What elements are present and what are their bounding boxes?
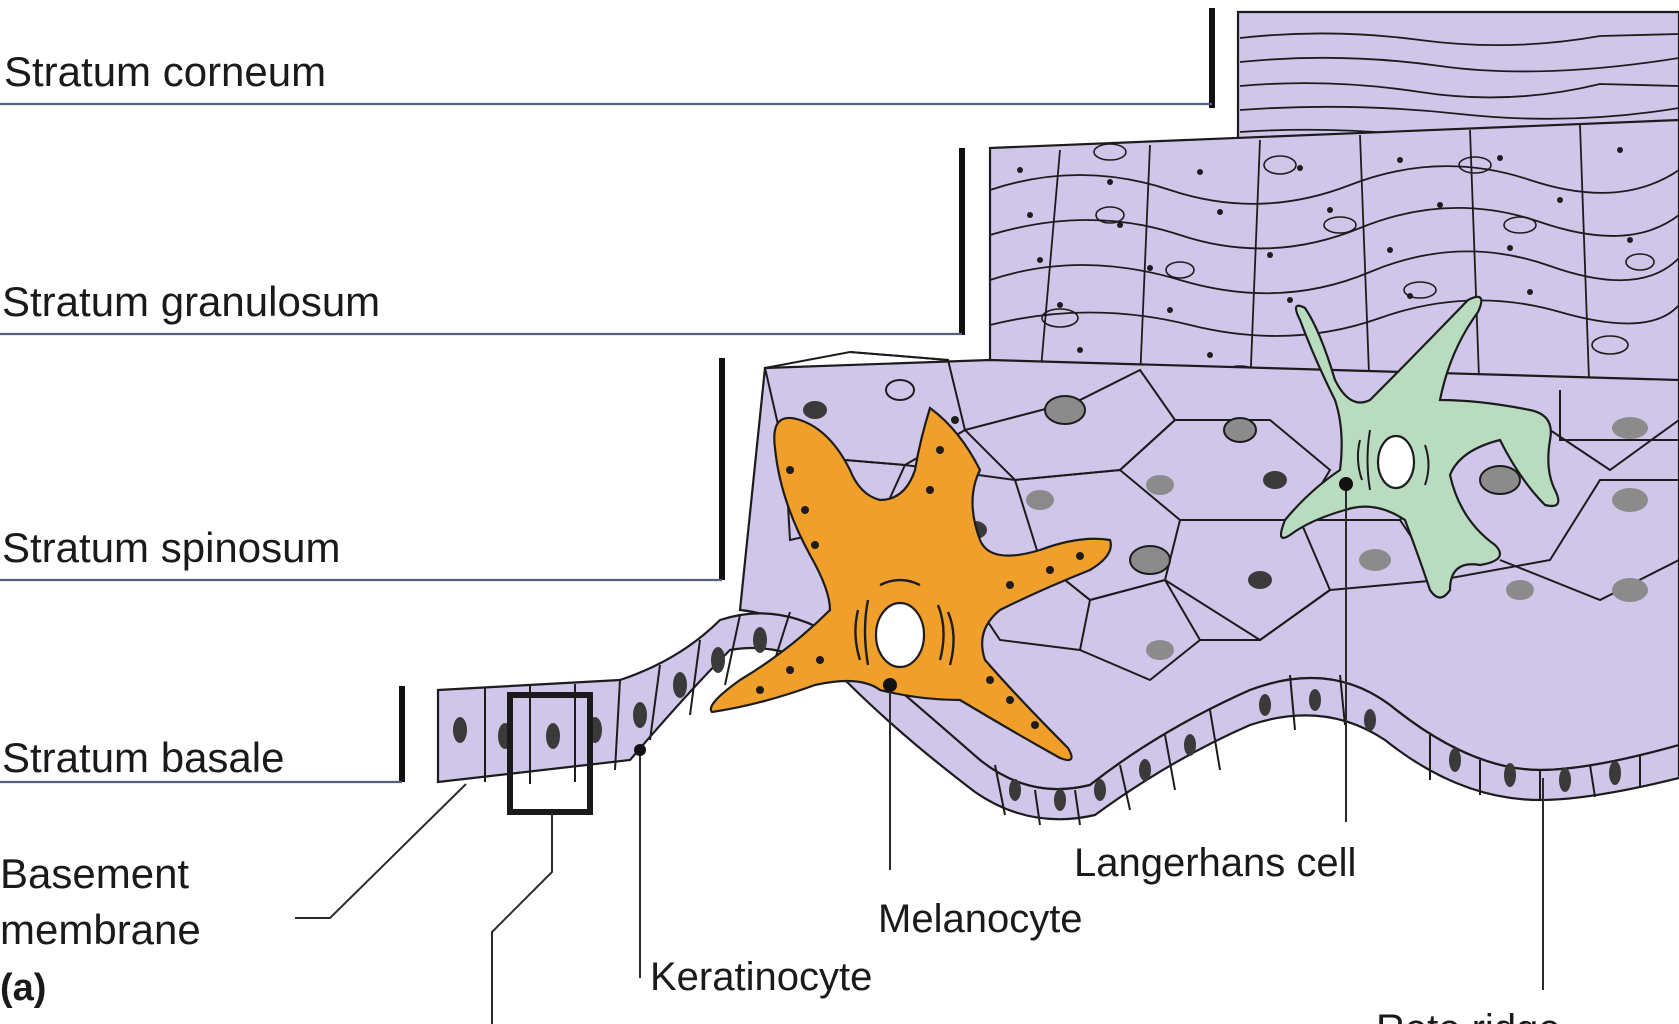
- basement-label-line2: membrane: [0, 906, 201, 953]
- melanocyte-label: Melanocyte: [878, 897, 1083, 941]
- keratinocyte-label: Keratinocyte: [650, 955, 872, 999]
- granulosum-granules: [1017, 147, 1633, 358]
- layer-label-corneum: Stratum corneum: [4, 48, 326, 95]
- box-leader: [491, 812, 553, 1024]
- layer-label-basale: Stratum basale: [2, 734, 284, 781]
- basal-detail-box: [507, 692, 593, 815]
- langerhans-cell: [1279, 295, 1560, 599]
- basal-nuclei: [453, 627, 1621, 811]
- leader-dots: [634, 477, 1353, 756]
- panel-tag: (a): [0, 967, 46, 1009]
- basement-leader: [295, 783, 467, 919]
- basement-label-line1: Basement: [0, 850, 189, 897]
- stratum-granulosum-tissue: [988, 118, 1679, 412]
- granulosum-cells: [989, 124, 1679, 409]
- layer-label-spinosum: Stratum spinosum: [2, 524, 340, 571]
- melanocyte-cell: [709, 406, 1112, 762]
- basal-columns: [437, 611, 1641, 826]
- langerhans-label: Langerhans cell: [1074, 841, 1356, 885]
- rete-ridge-label: Rete ridge: [1376, 1007, 1561, 1024]
- stratum-corneum-tissue: [1236, 10, 1679, 152]
- corneum-squames: [1239, 32, 1679, 141]
- layer-label-granulosum: Stratum granulosum: [2, 278, 380, 325]
